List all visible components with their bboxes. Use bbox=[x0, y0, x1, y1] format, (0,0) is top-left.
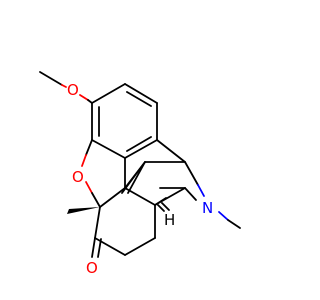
bond-methyl-methoxy bbox=[39, 71, 63, 86]
bond-stereo-h-hash2 bbox=[161, 202, 170, 211]
bond-ring-ether bbox=[85, 139, 93, 156]
bond-bridge-right bbox=[184, 161, 199, 186]
bond-aromatic-2 bbox=[124, 83, 158, 104]
bond-aromatic-1 bbox=[91, 83, 126, 104]
molecule-structure-diagram: O O O N H bbox=[39, 71, 241, 277]
bond-methoxy-o-right bbox=[79, 94, 89, 101]
bond-aromatic-2-inner bbox=[126, 91, 152, 107]
bond-center-bridge-back-2 bbox=[127, 161, 146, 194]
stereo-hydrogen-label: H bbox=[164, 211, 175, 229]
bond-stereo-h bbox=[154, 197, 167, 206]
bond-aromatic-4 bbox=[124, 139, 158, 159]
bond-cyclo-4 bbox=[94, 206, 101, 239]
bond-bridge-n bbox=[197, 184, 205, 197]
bond-aromatic-4-inner bbox=[126, 136, 152, 152]
methoxy-oxygen-label: O bbox=[67, 81, 79, 99]
bond-stereo-n bbox=[184, 187, 197, 201]
bond-aromatic-5 bbox=[91, 139, 126, 159]
bond-ether-quaternary bbox=[91, 192, 101, 208]
bond-ether-o-bottom bbox=[85, 181, 93, 194]
bond-cyclo-2 bbox=[124, 237, 156, 256]
bond-carbonyl bbox=[91, 237, 96, 258]
wedge-methyl bbox=[67, 207, 100, 214]
bond-ether-o-top bbox=[81, 154, 87, 167]
bond-stereo-h-hash1 bbox=[157, 204, 165, 212]
bond-n-methyl-right bbox=[227, 219, 241, 229]
bond-carbonyl-double bbox=[97, 238, 102, 258]
ketone-oxygen-label: O bbox=[86, 259, 98, 277]
bond-benzylic-bridge bbox=[156, 139, 186, 163]
bond-methoxy-o-left bbox=[61, 84, 67, 88]
bond-center-methylcarbon bbox=[99, 187, 126, 208]
amine-nitrogen-label: N bbox=[202, 199, 213, 217]
bond-n-methyl-left bbox=[218, 211, 229, 221]
ether-oxygen-label: O bbox=[72, 168, 84, 186]
